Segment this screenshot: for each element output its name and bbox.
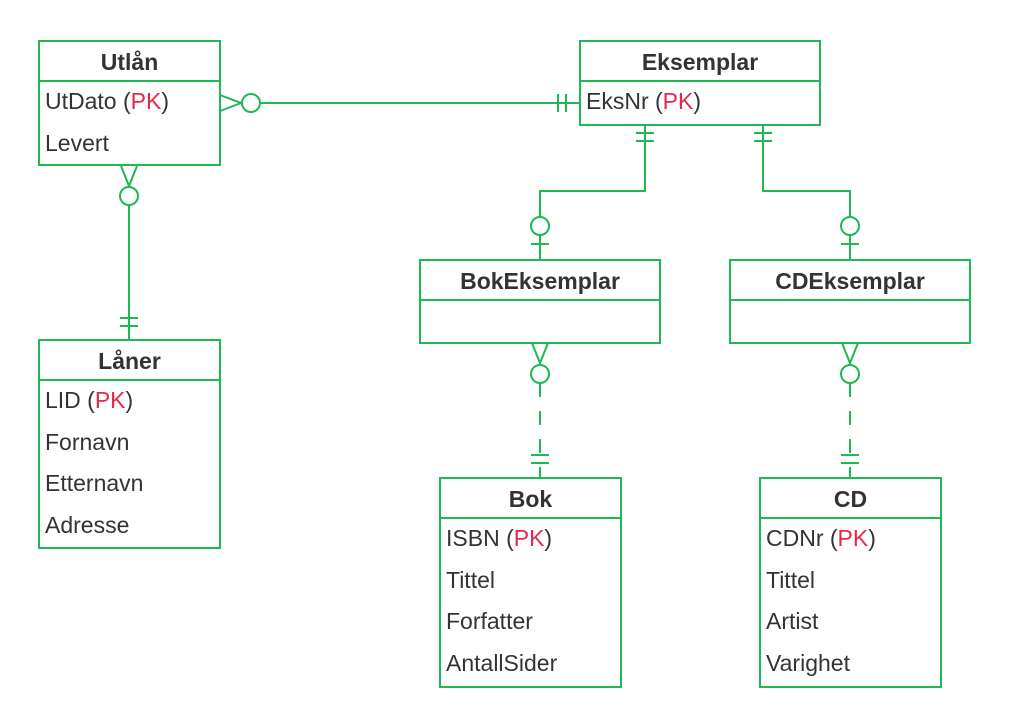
pk-marker: PK bbox=[130, 88, 162, 114]
attribute-artist: Artist bbox=[766, 608, 819, 635]
entity-utlan: Utlån UtDato (PK) Levert bbox=[38, 40, 221, 166]
attribute-tittel: Tittel bbox=[446, 566, 495, 593]
entity-title: Utlån bbox=[40, 42, 219, 82]
attribute-varighet: Varighet bbox=[766, 650, 850, 677]
attribute-antallsider: AntallSider bbox=[446, 650, 558, 677]
relation-utlan-eksemplar bbox=[219, 93, 580, 113]
entity-title: Låner bbox=[40, 341, 219, 381]
entity-cd: CD CDNr (PK) Tittel Artist Varighet bbox=[759, 477, 942, 688]
pk-marker: PK bbox=[662, 88, 694, 114]
attribute-adresse: Adresse bbox=[45, 512, 130, 539]
attribute-lid: LID (PK) bbox=[45, 387, 134, 413]
attribute-fornavn: Fornavn bbox=[45, 428, 130, 455]
pk-marker: PK bbox=[837, 525, 869, 551]
entity-title: CD bbox=[761, 479, 940, 519]
attribute-cdnr: CDNr (PK) bbox=[766, 525, 876, 551]
relation-eksemplar-bokeksemplar bbox=[530, 125, 654, 260]
relation-cdeksemplar-cd bbox=[840, 342, 860, 478]
entity-eksemplar: Eksemplar EksNr (PK) bbox=[579, 40, 821, 126]
attribute-levert: Levert bbox=[45, 129, 109, 156]
entity-bok: Bok ISBN (PK) Tittel Forfatter AntallSid… bbox=[439, 477, 622, 688]
relation-eksemplar-cdeksemplar bbox=[754, 125, 860, 260]
attribute-isbn: ISBN (PK) bbox=[446, 525, 553, 551]
pk-marker: PK bbox=[513, 525, 545, 551]
attribute-tittel: Tittel bbox=[766, 566, 815, 593]
entity-title: Eksemplar bbox=[581, 42, 819, 82]
relation-bokeksemplar-bok bbox=[530, 342, 550, 478]
attribute-utdato: UtDato (PK) bbox=[45, 88, 169, 114]
attribute-eksnr: EksNr (PK) bbox=[586, 88, 702, 114]
entity-title: BokEksemplar bbox=[421, 261, 659, 301]
entity-cdeksemplar: CDEksemplar bbox=[729, 259, 971, 344]
entity-laner: Låner LID (PK) Fornavn Etternavn Adresse bbox=[38, 339, 221, 549]
attribute-forfatter: Forfatter bbox=[446, 608, 533, 635]
entity-title: Bok bbox=[441, 479, 620, 519]
relation-utlan-laner bbox=[119, 165, 139, 340]
entity-bokeksemplar: BokEksemplar bbox=[419, 259, 661, 344]
entity-title: CDEksemplar bbox=[731, 261, 969, 301]
attribute-etternavn: Etternavn bbox=[45, 470, 144, 497]
pk-marker: PK bbox=[94, 387, 126, 413]
